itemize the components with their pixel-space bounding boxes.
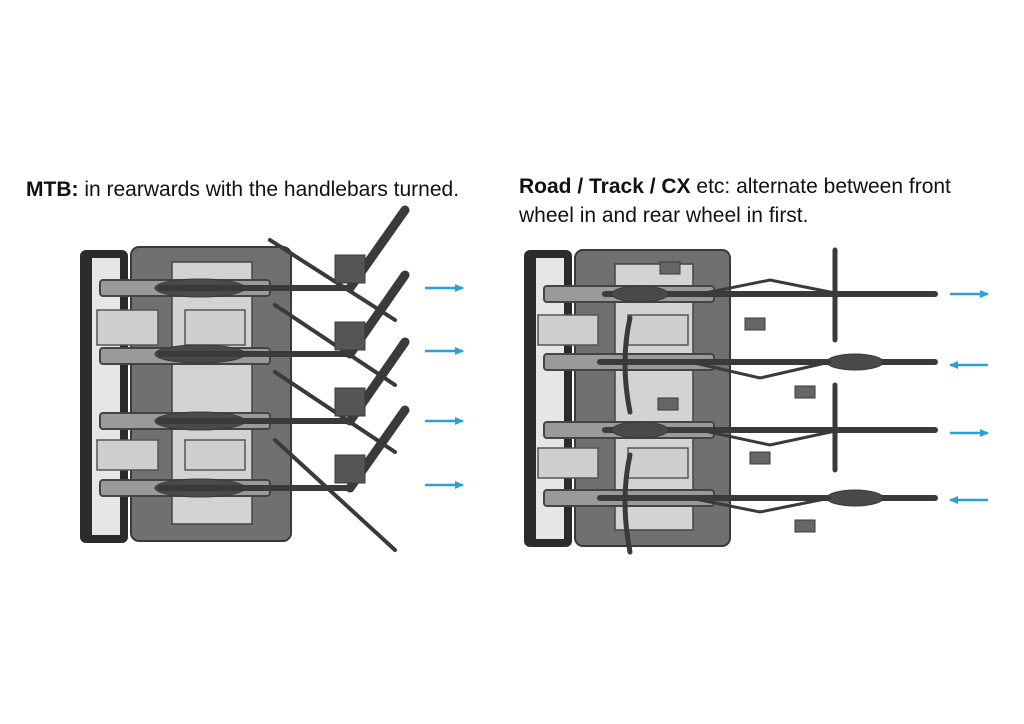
road-arrows bbox=[949, 290, 989, 504]
mtb-caption-text: in rearwards with the handlebars turned. bbox=[78, 178, 460, 201]
mtb-bike-4 bbox=[154, 405, 410, 552]
road-bike-4 bbox=[597, 452, 938, 555]
road-caption-text: etc: alternate between front wheel in an… bbox=[519, 175, 951, 227]
mtb-bike-2 bbox=[154, 270, 410, 387]
road-caption-bold: Road / Track / CX bbox=[519, 175, 691, 198]
mtb-bike-1 bbox=[154, 205, 410, 322]
mtb-caption-bold: MTB: bbox=[26, 178, 79, 201]
road-bike-1 bbox=[602, 247, 938, 343]
road-caption: Road / Track / CX etc: alternate between… bbox=[519, 172, 989, 230]
mtb-arrows bbox=[425, 284, 464, 489]
mtb-caption: MTB: in rearwards with the handlebars tu… bbox=[26, 175, 466, 204]
mtb-bike-3 bbox=[154, 337, 410, 454]
mtb-bikes bbox=[154, 205, 410, 552]
road-bike-2 bbox=[597, 315, 938, 415]
road-bike-3 bbox=[602, 382, 938, 473]
road-bikes bbox=[597, 247, 938, 555]
